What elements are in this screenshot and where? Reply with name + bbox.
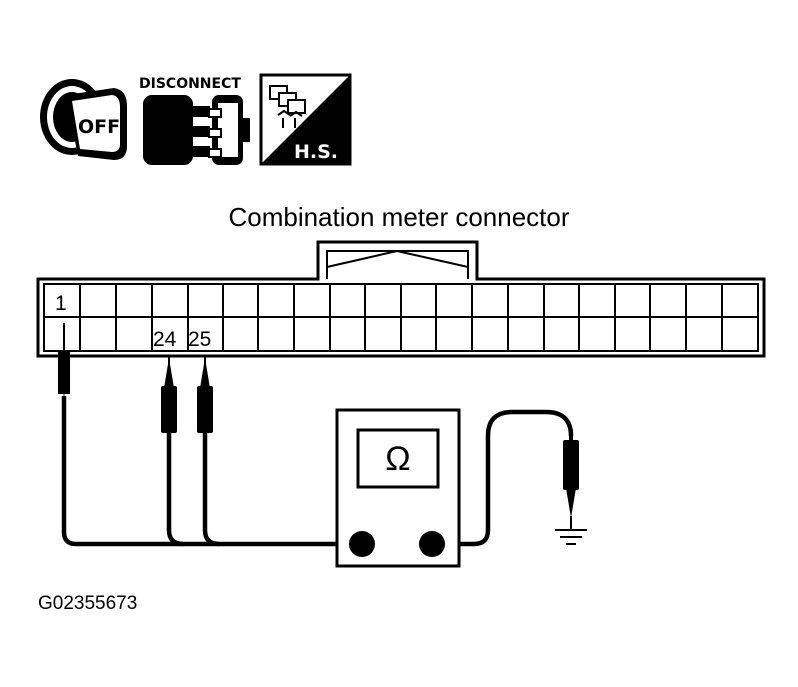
pin-24-label: 24 xyxy=(153,328,177,351)
probe-pin-1 xyxy=(58,323,70,398)
figure-id: G02355673 xyxy=(38,593,137,614)
ignition-off-label: OFF xyxy=(78,116,120,138)
ohmmeter-display xyxy=(356,428,440,489)
ohm-symbol: Ω xyxy=(385,440,410,478)
ground-icon xyxy=(555,516,587,545)
pin-cavity-dividers xyxy=(79,284,723,351)
ignition-key-off-icon: OFF xyxy=(40,79,127,160)
disconnect-label: DISCONNECT xyxy=(139,76,241,92)
combination-meter-connector xyxy=(36,240,766,358)
harness-side-connector-icon: H.S. xyxy=(259,73,352,166)
ohmmeter: Ω xyxy=(335,408,461,568)
pin-25-label: 25 xyxy=(188,328,211,351)
ohmmeter-terminal-right xyxy=(419,531,445,557)
probe-pin-24 xyxy=(161,356,177,433)
probe-ground xyxy=(563,430,579,518)
pin-1-label: 1 xyxy=(55,292,67,315)
connector-title: Combination meter connector xyxy=(228,202,569,232)
disconnect-connector-icon: DISCONNECT xyxy=(139,76,250,165)
ohmmeter-terminal-left xyxy=(349,531,375,557)
probe-pin-25 xyxy=(197,356,213,433)
harness-side-label: H.S. xyxy=(294,141,338,163)
test-leads xyxy=(61,396,574,547)
